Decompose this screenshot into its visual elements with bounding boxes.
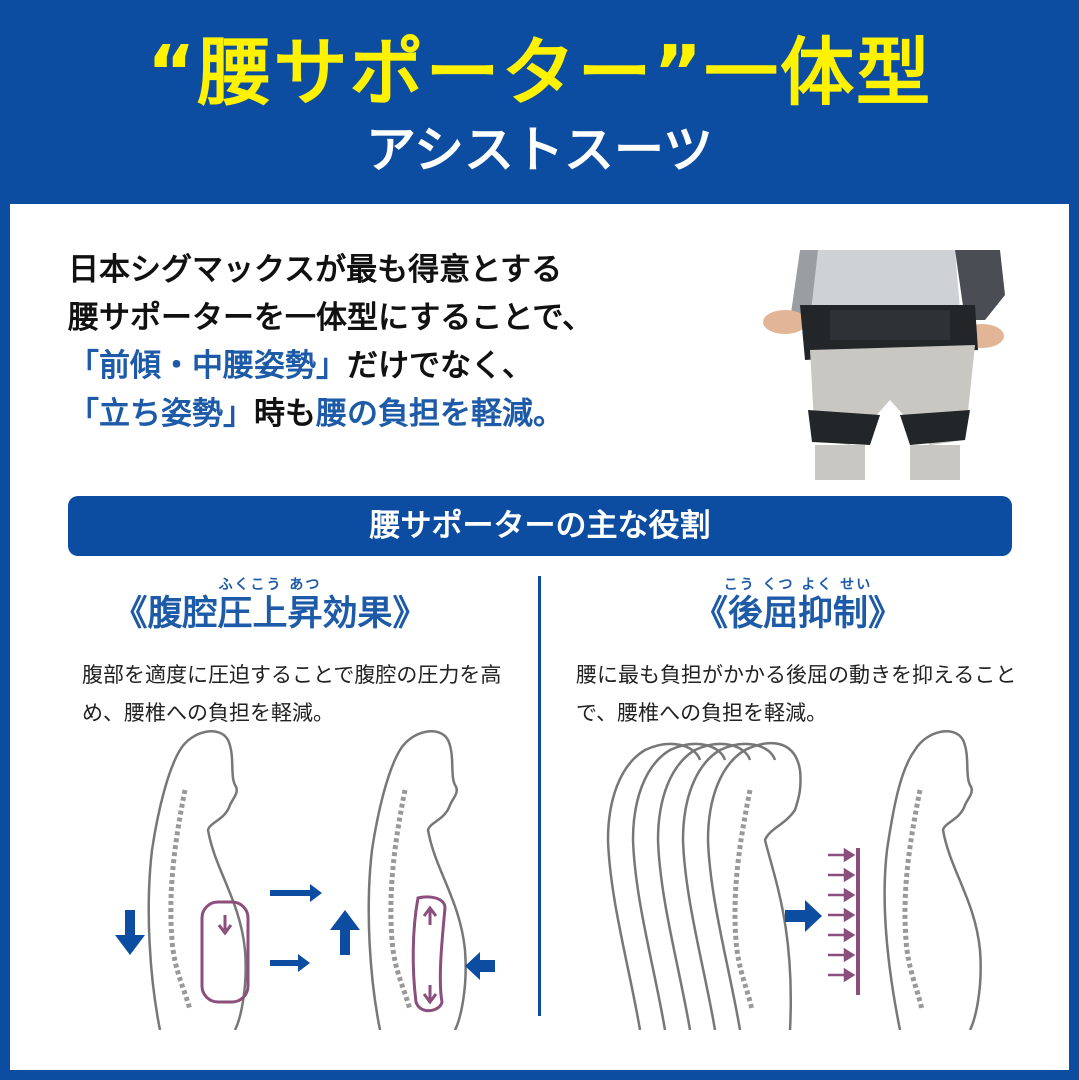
- right-arrow-icon: [785, 900, 822, 932]
- role-extension-suppression: こう くつ よく せい 《後屈抑制》 腰に最も負担がかかる後屈の動きを抑えること…: [558, 574, 1038, 732]
- role-left-ruby: ふくこう あつ: [218, 577, 322, 593]
- role-left-description: 腹部を適度に圧迫することで腹腔の圧力を高め、腰椎への負担を軽減。: [82, 663, 502, 725]
- intro-line-3: 「前傾・中腰姿勢」だけでなく、: [68, 342, 708, 390]
- left-arrow-icon: [465, 952, 495, 980]
- intro-line-2: 腰サポーターを一体型にすることで、: [68, 300, 594, 336]
- content-panel: 日本シグマックスが最も得意とする 腰サポーターを一体型にすることで、 「前傾・中…: [10, 204, 1069, 1070]
- roles-banner: 腰サポーターの主な役割: [68, 496, 1012, 556]
- intro-highlight-standing: 「立ち姿勢」: [68, 396, 254, 432]
- page-subtitle: アシストスーツ: [366, 121, 713, 179]
- intro-line-4-mid: 時も: [254, 396, 316, 432]
- down-arrow-icon: [115, 910, 145, 955]
- intro-text: 日本シグマックスが最も得意とする 腰サポーターを一体型にすることで、 「前傾・中…: [68, 246, 708, 438]
- role-left-heading: 《腹腔圧上昇効果》: [112, 594, 428, 634]
- column-divider: [538, 576, 541, 1016]
- up-arrow-icon: [330, 910, 360, 955]
- right-arrow-icon: [270, 884, 322, 972]
- page-title: “腰サポーター”一体型: [146, 30, 933, 116]
- role-right-heading: 《後屈抑制》: [692, 594, 903, 634]
- intro-highlight-reduce: 腰の負担を軽減。: [316, 396, 564, 432]
- intro-line-3-rest: だけでなく、: [347, 348, 533, 384]
- role-intra-abdominal-pressure: ふくこう あつ 《腹腔圧上昇効果》 腹部を適度に圧迫することで腹腔の圧力を高め、…: [30, 574, 510, 732]
- product-photo: [760, 250, 1010, 480]
- role-right-ruby: こう くつ よく せい: [723, 577, 873, 593]
- intro-highlight-posture: 「前傾・中腰姿勢」: [68, 348, 347, 384]
- intro-line-4: 「立ち姿勢」時も腰の負担を軽減。: [68, 390, 708, 438]
- abdominal-pressure-illustration: [115, 730, 495, 1030]
- extension-suppression-illustration: [606, 730, 982, 1030]
- role-right-description: 腰に最も負担がかかる後屈の動きを抑えることで、腰椎への負担を軽減。: [576, 663, 1017, 725]
- intro-line-1: 日本シグマックスが最も得意とする: [68, 252, 563, 288]
- header: “腰サポーター”一体型 アシストスーツ: [0, 0, 1079, 200]
